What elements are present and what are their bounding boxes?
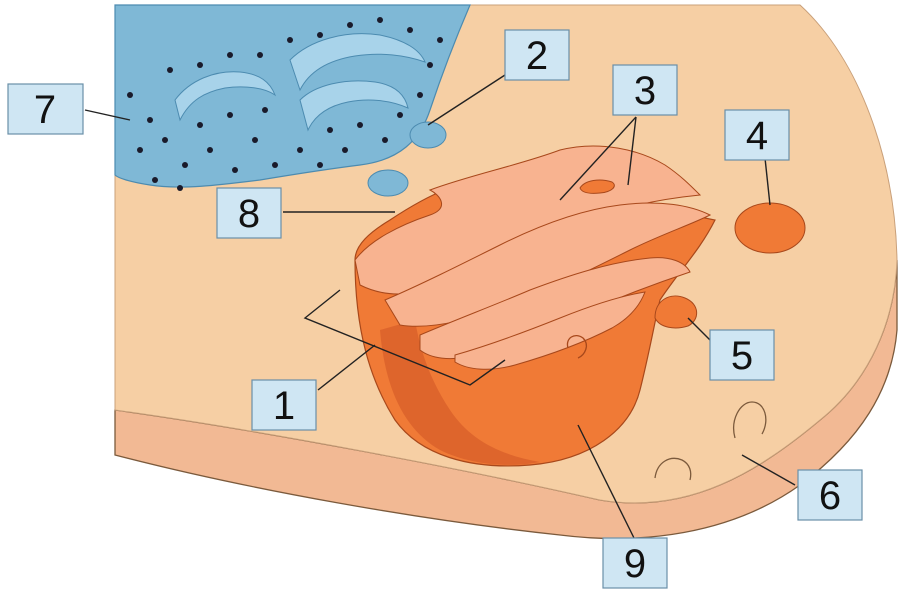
ribosome-dot [182,162,188,168]
ribosome-dot [407,27,413,33]
label-7: 7 [8,84,83,134]
ribosome-dot [437,37,443,43]
label-5-text: 5 [731,334,753,378]
label-4: 4 [725,110,789,160]
label-8: 8 [217,188,281,238]
transport-vesicle [410,122,446,148]
label-7-text: 7 [34,88,56,132]
ribosome-dot [252,137,258,143]
ribosome-dot [197,62,203,68]
label-1: 1 [252,380,316,430]
ribosome-dot [397,112,403,118]
label-8-text: 8 [238,192,260,236]
ribosome-dot [262,107,268,113]
label-1-text: 1 [273,384,295,428]
ribosome-dot [357,122,363,128]
label-6-text: 6 [819,474,841,518]
ribosome-dot [147,117,153,123]
budding-vesicle [655,296,697,328]
label-2: 2 [505,30,569,80]
ribosome-dot [317,32,323,38]
ribosome-dot [317,162,323,168]
ribosome-dot [137,147,143,153]
ribosome-dot [257,52,263,58]
ribosome-dot [127,92,133,98]
label-5: 5 [710,330,774,380]
ribosome-dot [197,122,203,128]
label-4-text: 4 [746,114,768,158]
ribosome-dot [377,17,383,23]
label-3-text: 3 [634,69,656,113]
ribosome-dot [297,147,303,153]
label-3: 3 [613,65,677,115]
ribosome-dot [417,92,423,98]
ribosome-dot [227,112,233,118]
ribosome-dot [167,67,173,73]
ribosome-dot [177,185,183,191]
label-2-text: 2 [526,34,548,78]
ribosome-dot [382,137,388,143]
label-9: 9 [603,538,667,588]
label-9-text: 9 [624,542,646,586]
ribosome-dot [162,137,168,143]
label-6: 6 [798,470,862,520]
ribosome-dot [347,22,353,28]
ribosome-dot [152,177,158,183]
transport-vesicle [368,170,408,196]
ribosome-dot [272,162,278,168]
ribosome-dot [327,127,333,133]
ribosome-dot [287,37,293,43]
ribosome-dot [227,52,233,58]
ribosome-dot [342,147,348,153]
ribosome-dot [232,167,238,173]
ribosome-dot [207,147,213,153]
secretory-vesicle [735,203,805,253]
ribosome-dot [427,62,433,68]
